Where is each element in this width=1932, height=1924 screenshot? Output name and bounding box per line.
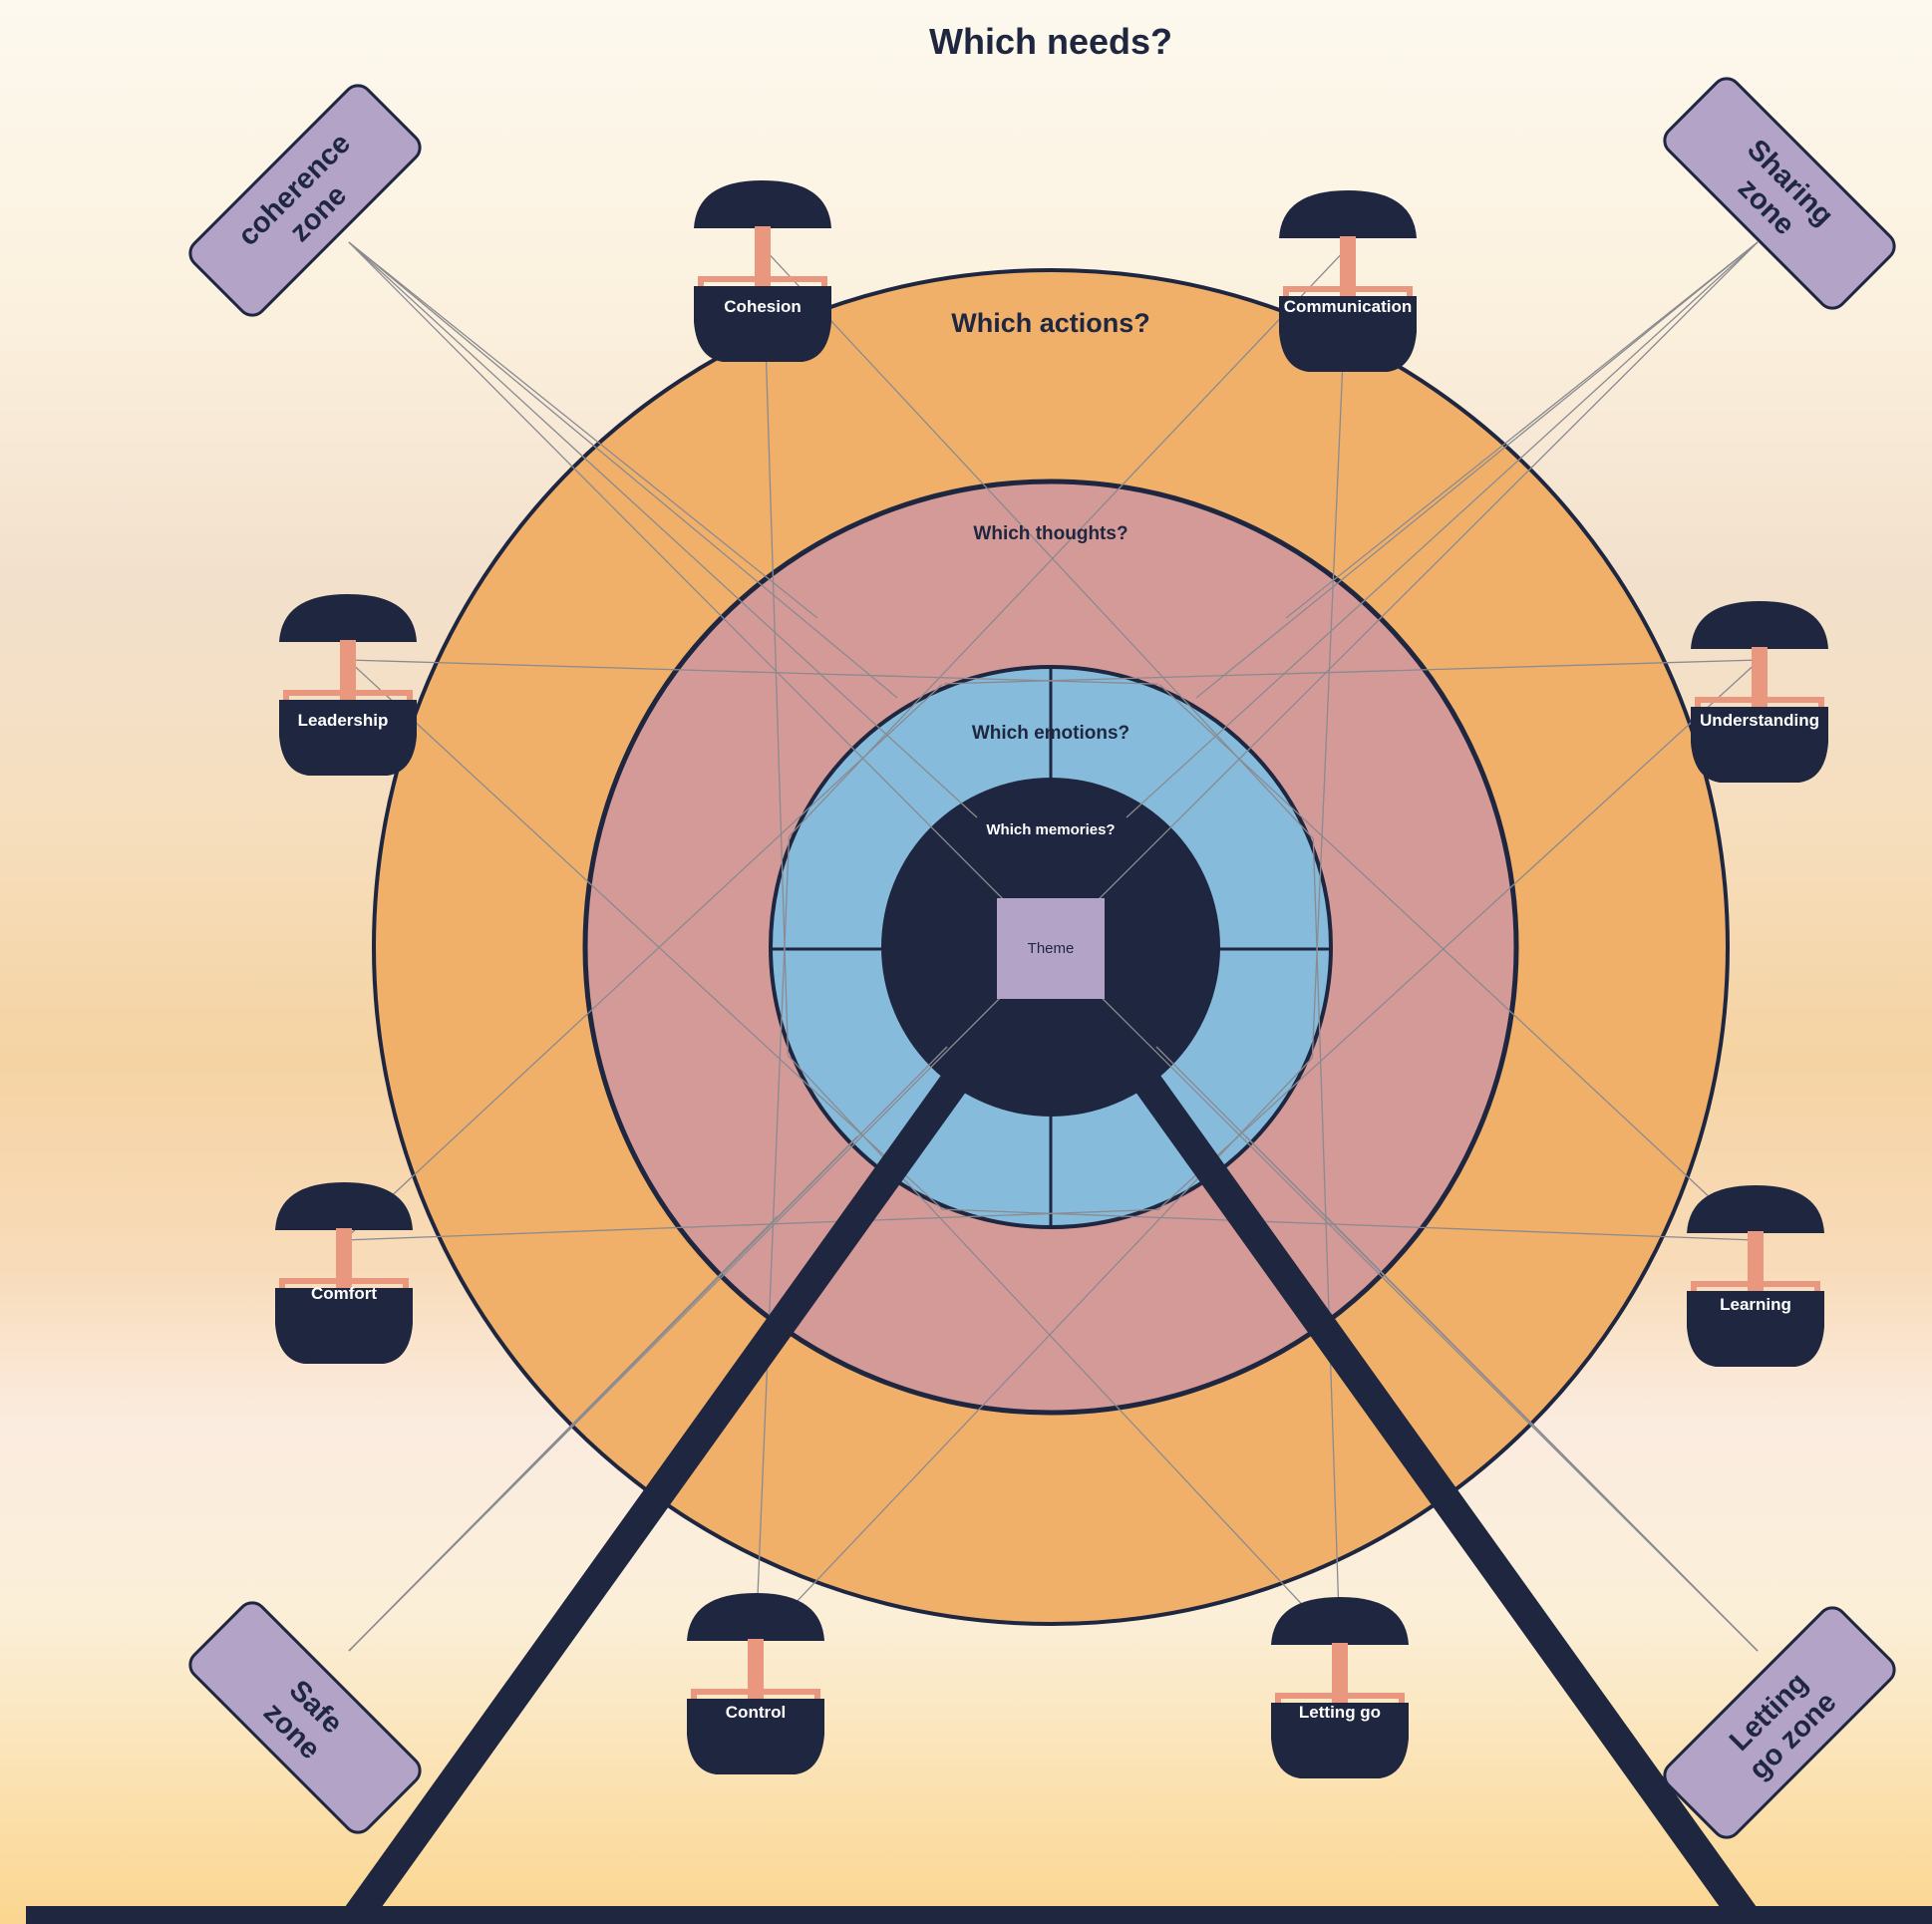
emotions-ring-label: Which emotions? <box>972 723 1129 744</box>
cabin-label: Control <box>726 1703 786 1722</box>
spoke-line <box>789 246 1349 837</box>
support-structure <box>26 1070 1932 1924</box>
zone-guy-line <box>1325 1215 1759 1652</box>
spoke-line <box>762 246 1315 839</box>
cabin-control: Control <box>687 1593 824 1774</box>
spoke-line <box>1156 659 1761 1211</box>
cabin-label: Learning <box>1720 1295 1791 1314</box>
cabin-understanding: Understanding <box>1691 601 1828 783</box>
spoke-line <box>943 659 1761 685</box>
zone-guy-line <box>348 241 818 619</box>
zone-guy-line <box>1050 241 1759 948</box>
spoke-line <box>1311 246 1349 1059</box>
spoke-line <box>1312 837 1341 1646</box>
zone-guy-line <box>348 1215 779 1652</box>
spoke-line <box>788 1055 1341 1646</box>
spoke-line <box>762 246 790 1056</box>
diagram-title: Which needs? <box>929 21 1172 62</box>
cabin-label: Communication <box>1284 297 1412 316</box>
spoke-line <box>1158 684 1757 1241</box>
cabin-comfort: Comfort <box>275 1182 413 1364</box>
spoke-line <box>941 1208 1757 1241</box>
zone-safe: Safe zone <box>182 1595 428 1840</box>
cabin-label: Leadership <box>298 711 389 730</box>
thoughts-ring-label: Which thoughts? <box>973 523 1127 544</box>
spoke-line <box>755 1057 1313 1646</box>
cabin-label: Cohesion <box>724 297 801 316</box>
spoke-line <box>347 659 944 1211</box>
cabin-label: Understanding <box>1700 711 1819 730</box>
ground-line <box>26 1906 1932 1924</box>
spoke-line <box>755 835 791 1646</box>
support-leg-left <box>344 1070 970 1924</box>
zone-guy-line <box>1126 241 1759 818</box>
cabin-label: Letting go <box>1299 1703 1381 1722</box>
spoke-line <box>343 1208 1160 1241</box>
theme-box <box>997 898 1105 999</box>
cabin-learning: Learning <box>1687 1185 1824 1367</box>
spoke-lines <box>343 241 1761 1652</box>
cabin-cohesion: Cohesion <box>694 180 831 362</box>
cabin-label: Comfort <box>311 1284 377 1303</box>
zone-guy-line <box>1195 241 1759 699</box>
actions-ring-label: Which actions? <box>951 308 1150 338</box>
support-leg-right <box>1131 1070 1758 1924</box>
zone-guy-line <box>348 241 898 699</box>
cabin-letting-go: Letting go <box>1271 1597 1409 1778</box>
spoke-line <box>343 684 943 1241</box>
cabin-leadership: Leadership <box>279 594 417 776</box>
theme-label: Theme <box>1028 940 1075 957</box>
spoke-line <box>347 659 1158 685</box>
zone-guy-line <box>1050 946 1759 1652</box>
cabin-communication: Communication <box>1279 190 1417 372</box>
zone-guy-line <box>348 241 978 818</box>
memories-label: Which memories? <box>986 821 1115 838</box>
zone-guy-line <box>348 241 1052 948</box>
zone-guy-line <box>1285 241 1759 619</box>
